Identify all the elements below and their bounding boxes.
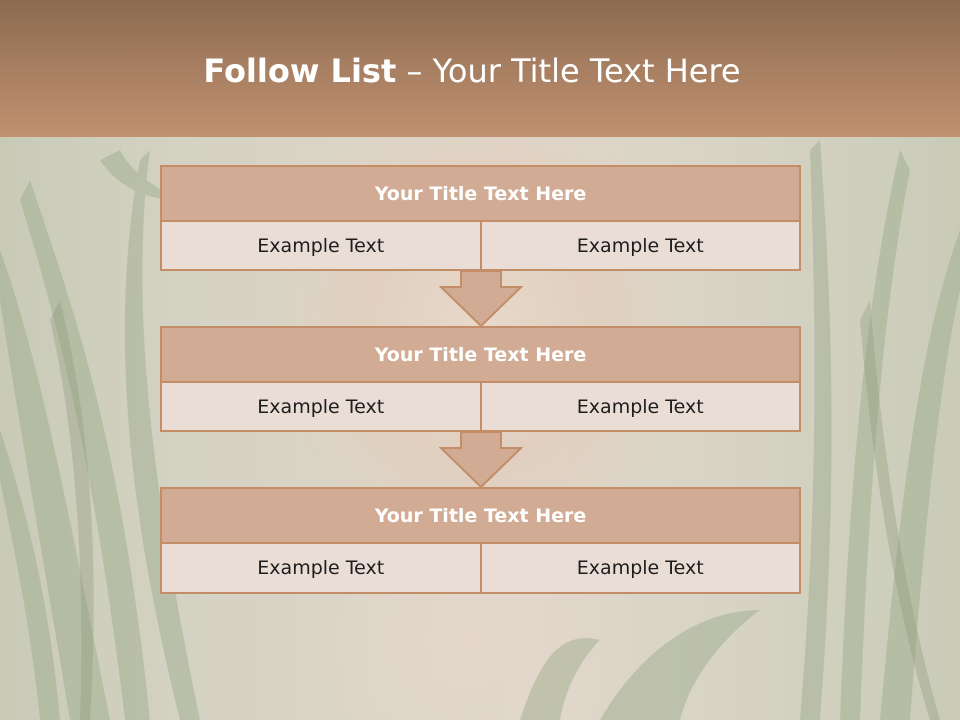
down-arrow-icon: [439, 270, 523, 328]
step-row-1: Example Text Example Text: [160, 222, 801, 271]
slide-title: Follow List – Your Title Text Here: [0, 52, 944, 90]
down-arrow-icon: [439, 431, 523, 489]
step-cell-right-1: Example Text: [481, 222, 801, 271]
step-cell-right-2: Example Text: [481, 383, 801, 432]
step-row-3: Example Text Example Text: [160, 544, 801, 594]
slide-title-bold: Follow List: [203, 52, 397, 90]
step-title-2: Your Title Text Here: [160, 326, 801, 383]
slide-title-rest: – Your Title Text Here: [396, 52, 741, 90]
step-cell-left-1: Example Text: [160, 222, 482, 271]
step-title-1: Your Title Text Here: [160, 165, 801, 222]
step-cell-right-3: Example Text: [481, 544, 801, 594]
step-box-2: Your Title Text Here Example Text Exampl…: [160, 326, 801, 432]
step-box-3: Your Title Text Here Example Text Exampl…: [160, 487, 801, 594]
step-box-1: Your Title Text Here Example Text Exampl…: [160, 165, 801, 271]
step-cell-left-2: Example Text: [160, 383, 482, 432]
step-row-2: Example Text Example Text: [160, 383, 801, 432]
step-cell-left-3: Example Text: [160, 544, 482, 594]
title-bar: Follow List – Your Title Text Here: [0, 0, 960, 137]
step-title-3: Your Title Text Here: [160, 487, 801, 544]
